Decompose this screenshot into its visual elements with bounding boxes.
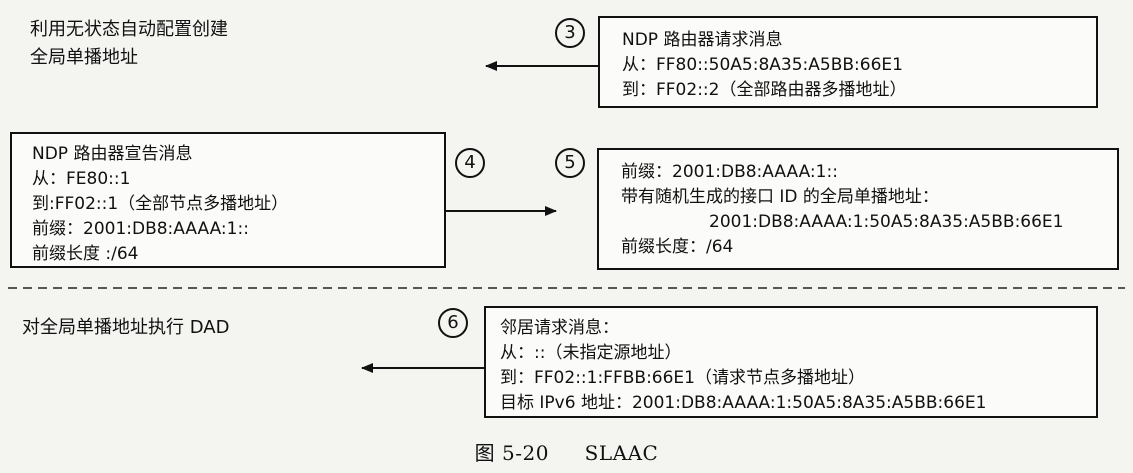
router-advertisement-from: 从：FE80::1 xyxy=(32,169,131,189)
address-prefix: 前缀：2001:DB8:AAAA:1:: xyxy=(621,162,838,182)
slaac-global-note: 利用无状态自动配置创建 全局单播地址 xyxy=(30,16,228,72)
figure-caption: 图 5-20 SLAAC xyxy=(0,438,1133,468)
neighbor-solicitation-target: 目标 IPv6 地址：2001:DB8:AAAA:1:50A5:8A35:A5B… xyxy=(500,393,987,413)
address-info-box: 前缀：2001:DB8:AAAA:1:: 带有随机生成的接口 ID 的全局单播地… xyxy=(597,148,1119,270)
neighbor-solicitation-box: 邻居请求消息： 从：::（未指定源地址） 到：FF02::1:FFBB:66E1… xyxy=(484,306,1098,418)
router-solicitation-to: 到：FF02::2（全部路由器多播地址） xyxy=(622,80,907,100)
step-4-badge: 4 xyxy=(455,148,485,178)
neighbor-solicitation-to: 到：FF02::1:FFBB:66E1（请求节点多播地址） xyxy=(500,368,865,388)
neighbor-solicitation-title: 邻居请求消息： xyxy=(500,318,619,338)
router-advertisement-to: 到:FF02::1（全部节点多播地址） xyxy=(32,194,289,214)
address-description: 带有随机生成的接口 ID 的全局单播地址： xyxy=(621,187,939,207)
router-solicitation-from: 从：FF80::50A5:8A35:A5BB:66E1 xyxy=(622,55,903,75)
step-3-badge: 3 xyxy=(555,18,585,48)
address-prefix-length: 前缀长度：/64 xyxy=(621,237,734,257)
figure-number: 图 5-20 xyxy=(474,441,549,465)
step-5-badge: 5 xyxy=(555,148,585,178)
step-6-badge: 6 xyxy=(438,308,468,338)
router-solicitation-box: NDP 路由器请求消息 从：FF80::50A5:8A35:A5BB:66E1 … xyxy=(598,16,1098,108)
figure-title: SLAAC xyxy=(584,441,659,465)
router-advertisement-box: NDP 路由器宣告消息 从：FE80::1 到:FF02::1（全部节点多播地址… xyxy=(10,132,446,268)
dad-note: 对全局单播地址执行 DAD xyxy=(22,317,230,338)
router-solicitation-title: NDP 路由器请求消息 xyxy=(622,30,783,50)
slaac-global-note-line-2: 全局单播地址 xyxy=(30,47,138,68)
router-advertisement-prefix: 前缀：2001:DB8:AAAA:1:: xyxy=(32,219,249,239)
neighbor-solicitation-from: 从：::（未指定源地址） xyxy=(500,343,682,363)
router-advertisement-title: NDP 路由器宣告消息 xyxy=(32,144,193,164)
router-advertisement-prefix-length: 前缀长度 :/64 xyxy=(32,244,139,264)
slaac-global-note-line-1: 利用无状态自动配置创建 xyxy=(30,19,228,40)
global-unicast-address: 2001:DB8:AAAA:1:50A5:8A35:A5BB:66E1 xyxy=(709,212,1064,232)
